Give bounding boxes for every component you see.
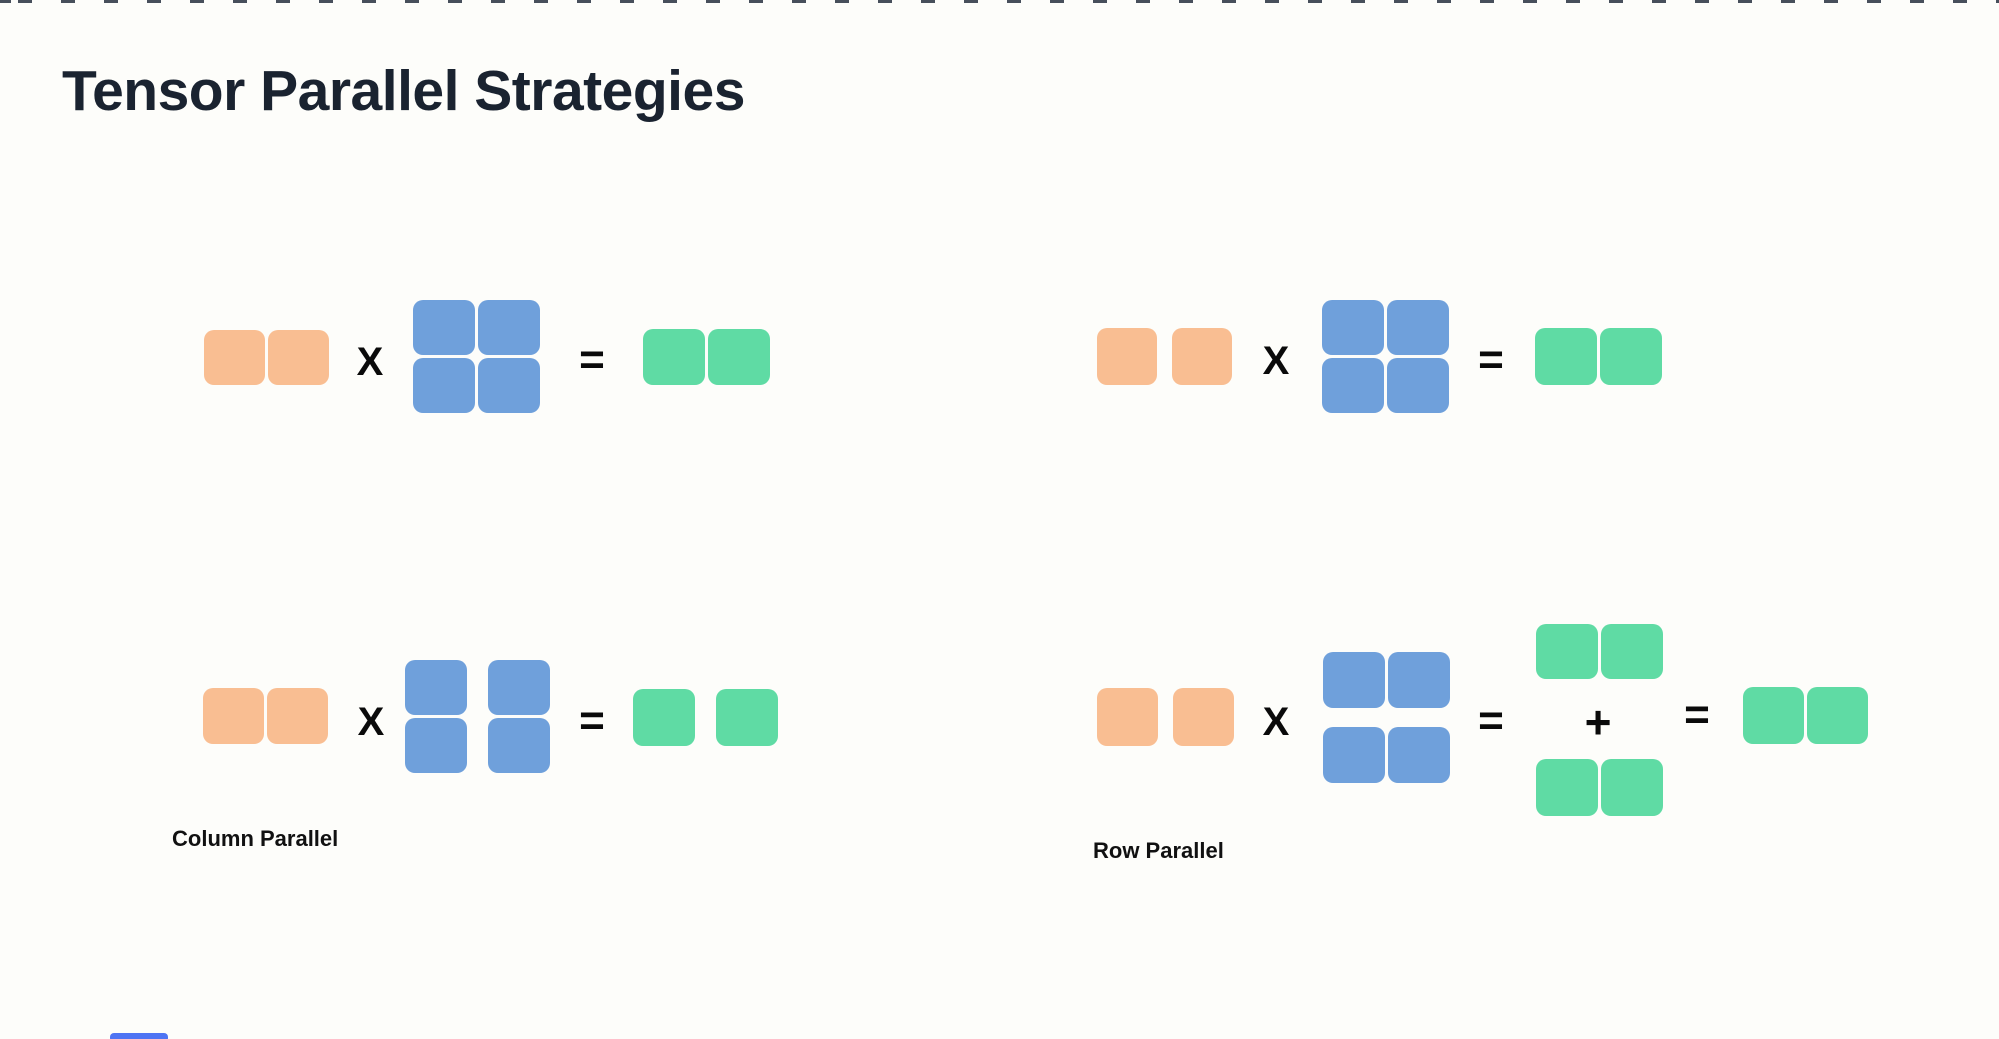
top-edge-dashes-icon xyxy=(0,0,1999,3)
weight-matrix-cell xyxy=(1322,300,1384,355)
clipped-blue-shape-icon xyxy=(110,1033,168,1039)
output-matrix-column-split-cell xyxy=(633,689,695,746)
output-matrix-summed-cell xyxy=(1807,687,1868,744)
diagram-row-parallel-label: Row Parallel xyxy=(1093,838,1224,863)
output-matrix-cell xyxy=(708,329,770,385)
output-matrix-cell xyxy=(643,329,705,385)
equals-operator: = xyxy=(1684,690,1710,739)
output-matrix-cell xyxy=(1600,328,1662,385)
input-matrix-sharded-cell xyxy=(1097,328,1157,385)
weight-matrix-row-split-cell xyxy=(1388,727,1450,783)
output-matrix-column-split-cell xyxy=(716,689,778,746)
weight-matrix-column-split-cell xyxy=(405,660,467,715)
weight-matrix-row-split-cell xyxy=(1323,727,1385,783)
equals-operator: = xyxy=(579,335,605,384)
weight-matrix-row-split-cell xyxy=(1388,652,1450,708)
partial-output-matrix-top-cell xyxy=(1601,624,1663,679)
input-matrix-cell xyxy=(204,330,265,385)
partial-output-matrix-bottom-cell xyxy=(1536,759,1598,816)
input-matrix-cell xyxy=(268,330,329,385)
weight-matrix-cell xyxy=(1322,358,1384,413)
multiply-operator: X xyxy=(356,340,384,384)
multiply-operator: X xyxy=(1262,339,1290,383)
multiply-operator: X xyxy=(1262,700,1290,744)
weight-matrix-cell xyxy=(1387,300,1449,355)
partial-output-matrix-bottom-cell xyxy=(1601,759,1663,816)
equals-operator: = xyxy=(1478,335,1504,384)
weight-matrix-cell xyxy=(1387,358,1449,413)
weight-matrix-cell xyxy=(478,300,540,355)
equals-operator: = xyxy=(579,696,605,745)
plus-operator: + xyxy=(1584,696,1612,748)
weight-matrix-column-split-cell xyxy=(405,718,467,773)
weight-matrix-cell xyxy=(478,358,540,413)
weight-matrix-row-split-cell xyxy=(1323,652,1385,708)
input-matrix-sharded-cell xyxy=(1097,688,1158,746)
page-title: Tensor Parallel Strategies xyxy=(62,59,745,123)
input-matrix-cell xyxy=(267,688,328,744)
equals-operator: = xyxy=(1478,696,1504,745)
diagram-column-parallel-label: Column Parallel xyxy=(172,826,339,851)
multiply-operator: X xyxy=(357,700,385,744)
weight-matrix-cell xyxy=(413,358,475,413)
weight-matrix-column-split-cell xyxy=(488,660,550,715)
output-matrix-cell xyxy=(1535,328,1597,385)
weight-matrix-cell xyxy=(413,300,475,355)
output-matrix-summed-cell xyxy=(1743,687,1804,744)
input-matrix-sharded-cell xyxy=(1172,328,1232,385)
input-matrix-sharded-cell xyxy=(1173,688,1234,746)
weight-matrix-column-split-cell xyxy=(488,718,550,773)
input-matrix-cell xyxy=(203,688,264,744)
partial-output-matrix-top-cell xyxy=(1536,624,1598,679)
